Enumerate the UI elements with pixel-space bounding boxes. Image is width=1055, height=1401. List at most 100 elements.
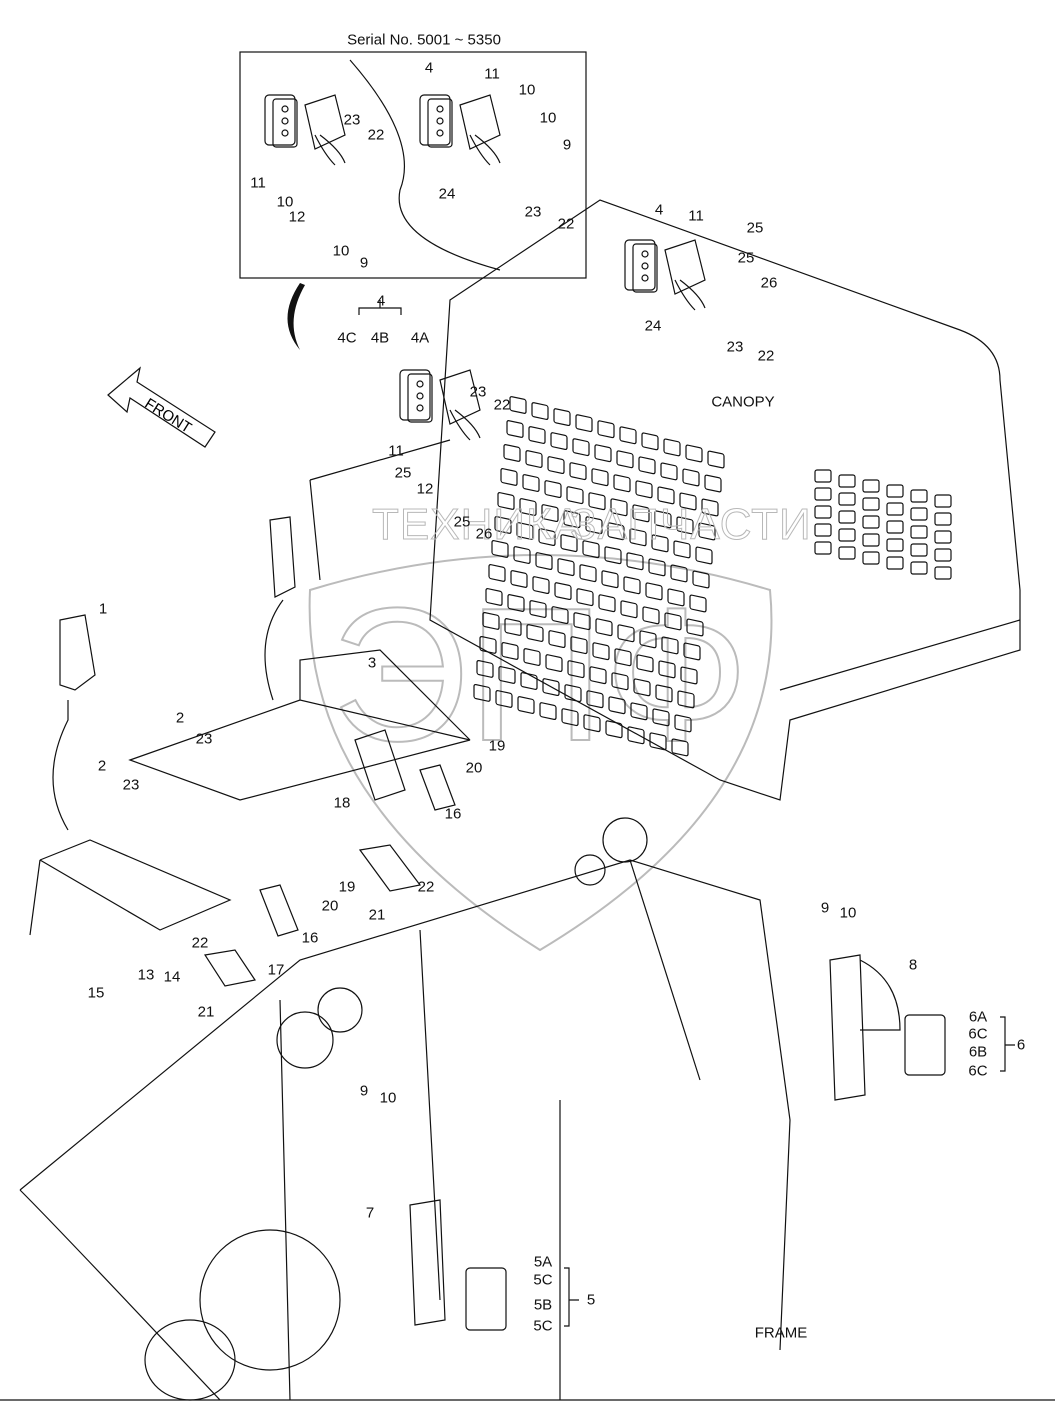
canopy-grid-hole — [604, 546, 622, 565]
lamp-bolt-icon — [416, 392, 424, 400]
canopy-grid-hole — [814, 505, 832, 519]
canopy-grid-hole — [567, 660, 585, 679]
canopy-grid-hole — [589, 666, 607, 685]
canopy-grid-hole — [573, 612, 591, 631]
canopy-grid-hole — [695, 546, 713, 565]
frame-pivot — [276, 1011, 334, 1069]
callout-label: 23 — [122, 776, 140, 794]
canopy-grid-hole — [557, 558, 575, 577]
lamp-bolt-icon — [416, 404, 424, 412]
canopy-grid-hole — [501, 642, 519, 660]
canopy-grid-hole — [814, 523, 832, 537]
canopy-grid-hole — [814, 469, 832, 483]
callout-label: 22 — [493, 396, 511, 414]
side-lamp-bracket-8 — [829, 954, 901, 1101]
canopy-grid-hole — [638, 456, 656, 475]
lamp-bolt-icon — [641, 274, 649, 282]
callout-label: 9 — [562, 136, 572, 154]
callout-label: 19 — [488, 737, 506, 755]
canopy-grid-hole — [613, 474, 631, 493]
callout-label: 21 — [368, 906, 386, 924]
canopy-grid-hole — [572, 438, 590, 457]
callout-label: 10 — [539, 109, 557, 127]
canopy-grid-hole — [682, 468, 700, 487]
canopy-grid-hole — [886, 556, 904, 570]
callout-label: 17 — [267, 961, 285, 979]
canopy-grid-hole — [674, 714, 692, 733]
canopy-grid-hole — [667, 588, 685, 607]
callout-label: 26 — [475, 525, 493, 543]
callout-label: 9 — [359, 254, 369, 272]
callout-label: 6B — [968, 1043, 988, 1061]
canopy-outline — [429, 199, 1021, 801]
callout-label: 6 — [1016, 1036, 1026, 1054]
canopy-grid-hole — [605, 720, 623, 739]
lamp-bolt-icon — [436, 105, 444, 113]
canopy-grid-hole — [598, 594, 616, 613]
canopy-grid-hole — [641, 432, 659, 451]
canopy-grid-hole — [627, 726, 645, 745]
canopy-grid-hole — [551, 606, 569, 625]
callout-label: 4A — [410, 329, 430, 347]
lamp-bolt-icon — [641, 262, 649, 270]
watermark-logo: ЭПФ — [331, 569, 749, 781]
callout-label: 6A — [968, 1008, 988, 1026]
canopy-grid-hole — [539, 702, 557, 721]
canopy-grid-hole — [886, 538, 904, 552]
callout-label: 18 — [333, 794, 351, 812]
callout-label: 23 — [726, 338, 744, 356]
canopy-grid-hole — [661, 636, 679, 655]
canopy-grid-hole — [608, 696, 626, 715]
canopy-grid-hole — [635, 480, 653, 499]
canopy-grid-hole — [548, 630, 566, 649]
frame-pivot — [574, 854, 606, 886]
canopy-grid-hole — [504, 618, 522, 636]
canopy-grid-hole — [838, 528, 856, 542]
canopy-grid-hole — [579, 564, 597, 583]
canopy-grid-hole — [676, 516, 694, 535]
callout-label: 12 — [288, 208, 306, 226]
canopy-grid-hole — [526, 624, 544, 642]
canopy-grid-hole — [597, 420, 615, 439]
callout-label: 19 — [338, 878, 356, 896]
callout-label: 5 — [586, 1291, 596, 1309]
canopy-grid-hole — [531, 402, 549, 420]
canopy-grid-hole — [698, 522, 716, 541]
canopy-grid-hole — [554, 582, 572, 601]
canopy-grid-hole — [704, 474, 722, 493]
switch-bracket — [204, 729, 456, 987]
canopy-grid-hole — [838, 510, 856, 524]
callout-label: 22 — [757, 347, 775, 365]
wire-icon — [449, 409, 481, 441]
canopy-grid-hole — [910, 489, 928, 503]
canopy-grid-hole — [564, 684, 582, 703]
callout-label: 24 — [438, 185, 456, 203]
canopy-grid-hole — [522, 474, 540, 492]
callout-label: 23 — [524, 203, 542, 221]
canopy-grid-hole — [550, 432, 568, 451]
inset-title: Serial No. 5001 ~ 5350 — [347, 31, 501, 49]
lamp-icon — [624, 239, 656, 291]
canopy-grid-hole — [523, 648, 541, 666]
canopy-grid-hole — [632, 504, 650, 523]
canopy-grid-hole — [649, 732, 667, 751]
callout-label: 26 — [760, 274, 778, 292]
canopy-grid-hole — [629, 528, 647, 547]
canopy-grid-hole — [639, 630, 657, 649]
canopy-grid-hole — [576, 588, 594, 607]
canopy-grid-hole — [592, 642, 610, 661]
canopy-grid-hole — [585, 516, 603, 535]
group-bracket — [564, 1016, 1015, 1327]
callout-label: 23 — [469, 383, 487, 401]
callout-label: 11 — [688, 207, 704, 225]
canopy-grid-hole — [616, 450, 634, 469]
canopy-grid-hole — [838, 546, 856, 560]
canopy-grid-hole — [586, 690, 604, 709]
callout-label: 4B — [370, 329, 390, 347]
canopy-grid-hole — [660, 462, 678, 481]
inset-canopy-edge — [349, 59, 501, 271]
callout-label: 23 — [195, 730, 213, 748]
canopy-grid-hole — [910, 561, 928, 575]
canopy-grid-hole — [677, 690, 695, 709]
canopy-grid-hole — [934, 530, 952, 544]
